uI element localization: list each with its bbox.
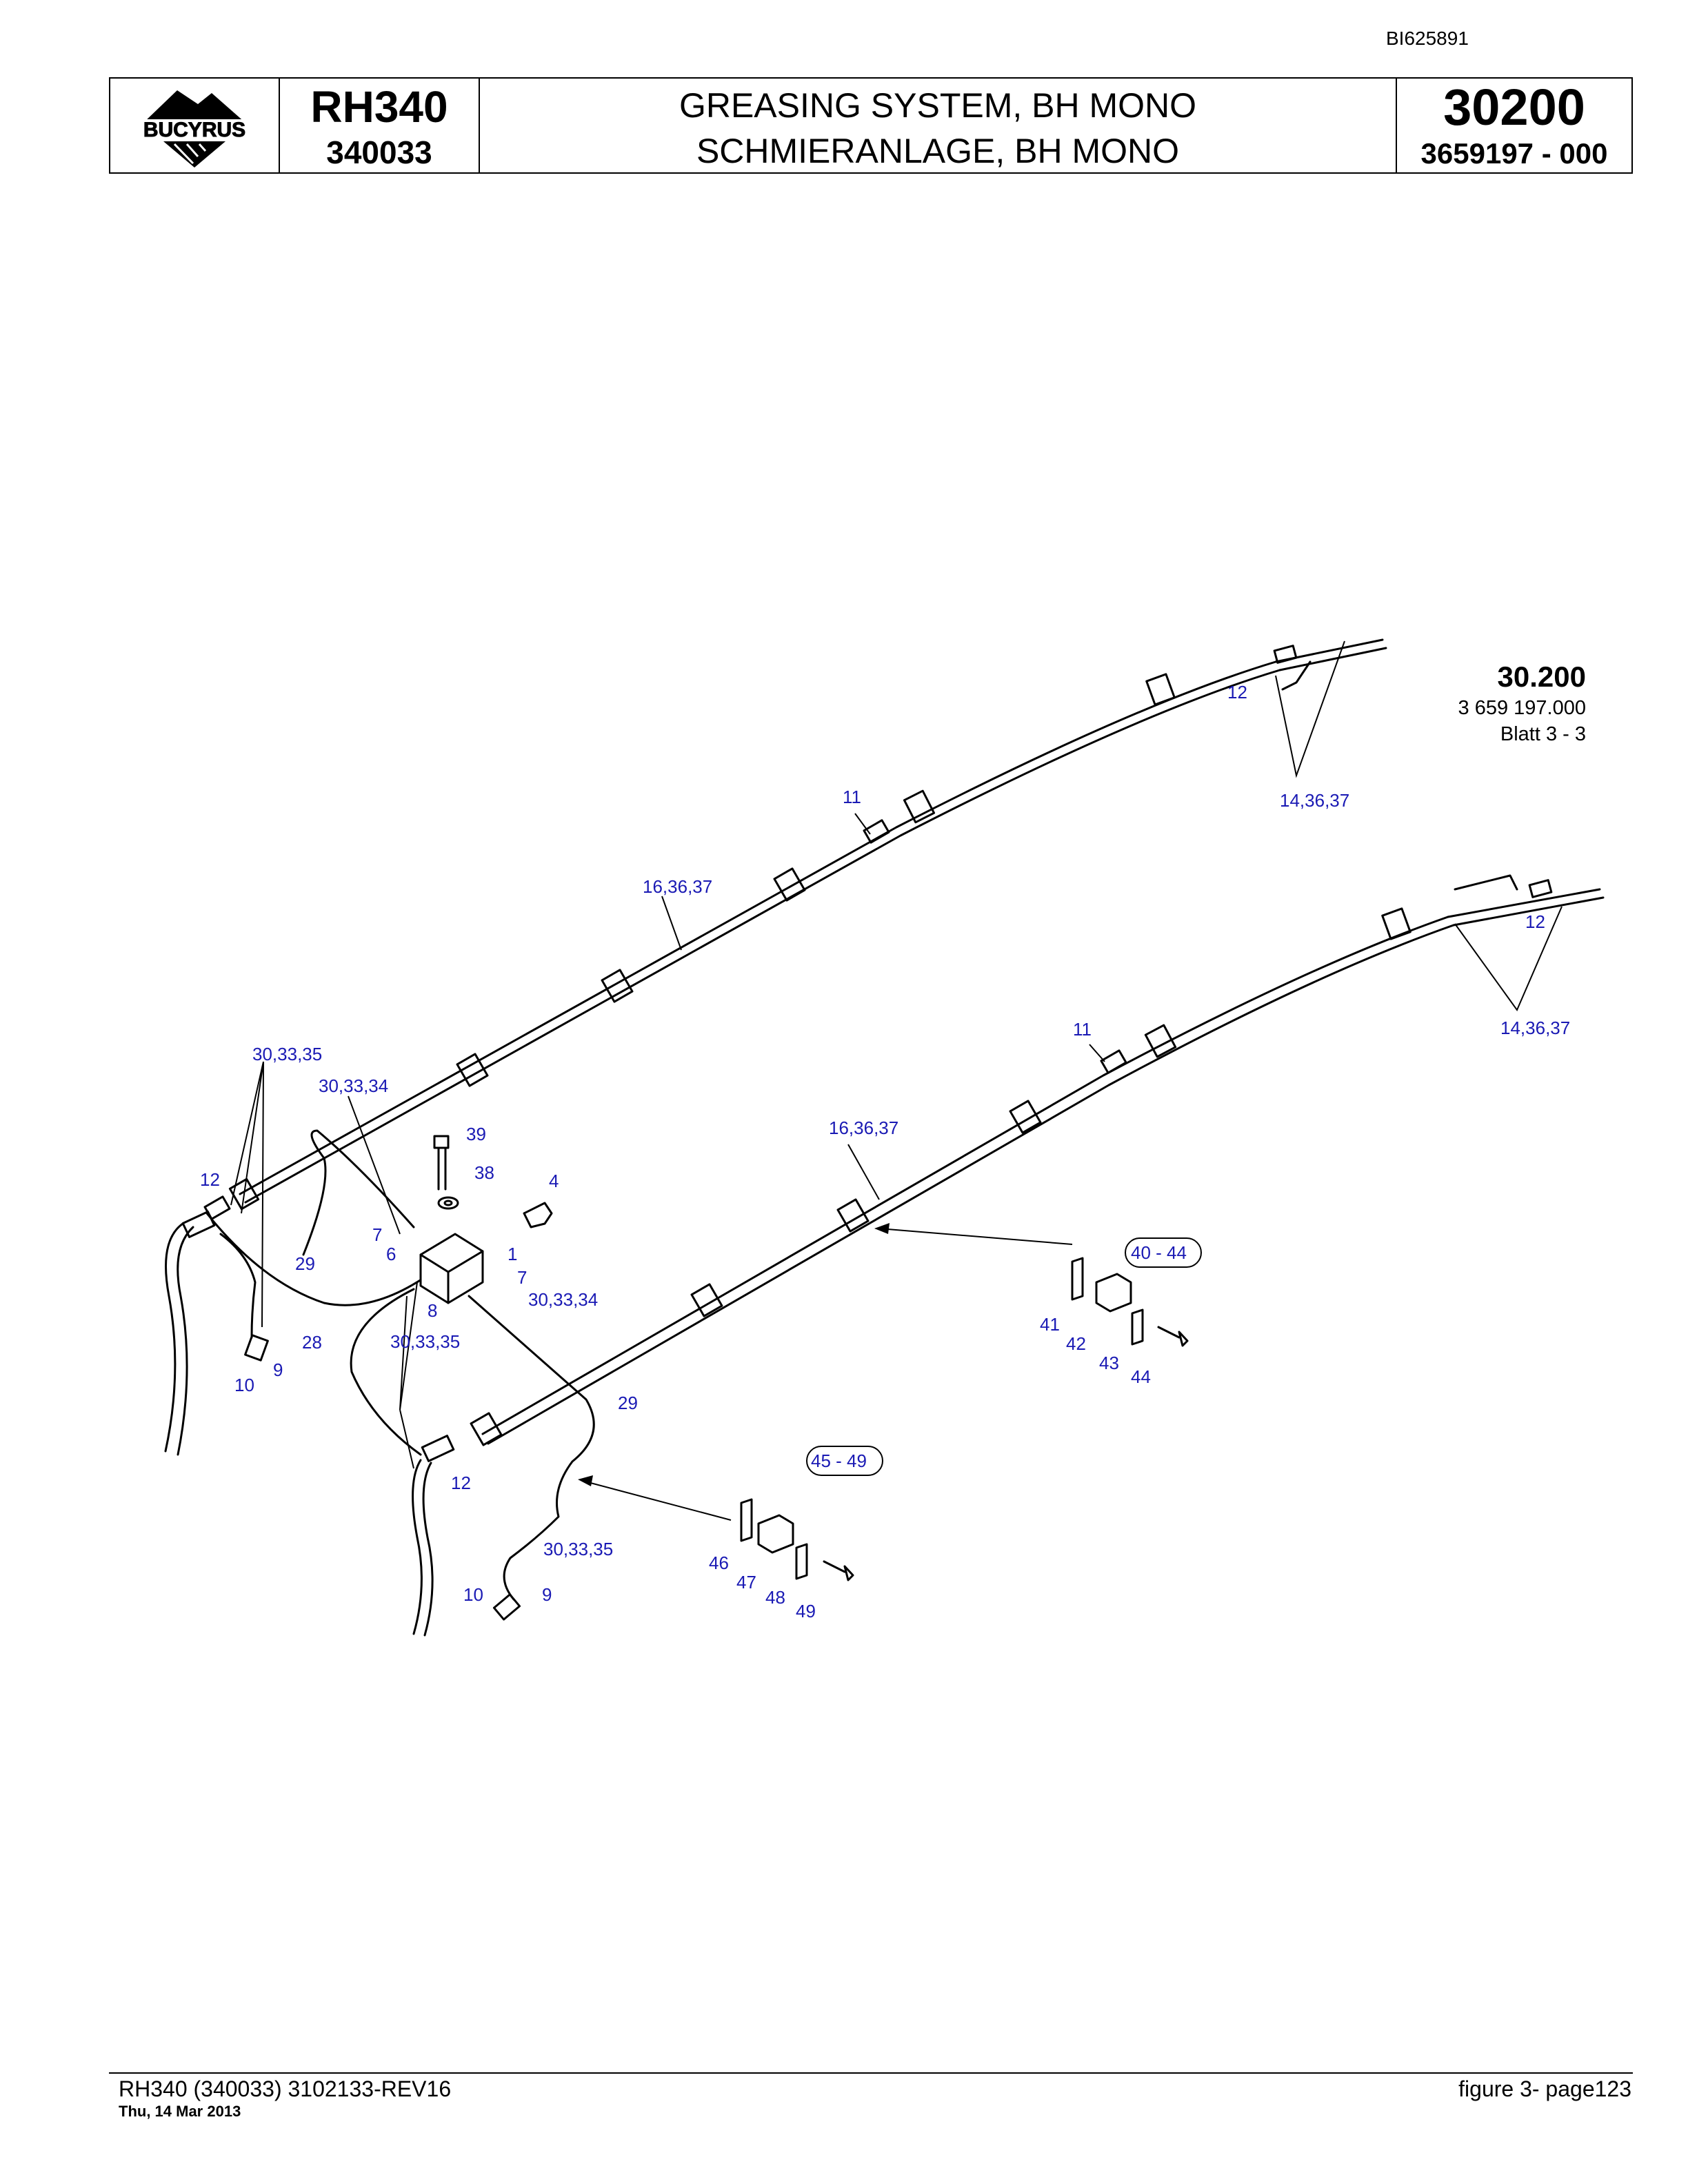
model-number: RH340 (310, 82, 448, 132)
callout-30-33-34-b: 30,33,34 (528, 1289, 598, 1310)
callout-7-a: 7 (372, 1224, 382, 1245)
callout-6: 6 (386, 1244, 396, 1264)
callout-39: 39 (466, 1124, 486, 1144)
footer-page-ref: figure 3- page123 (1458, 2076, 1631, 2101)
upper-pipe (239, 660, 1277, 1195)
feed-line-28 (350, 1288, 422, 1456)
callout-9-a: 9 (273, 1359, 283, 1380)
part-cell: 30200 3659197 - 000 (1397, 79, 1631, 172)
callout-8: 8 (428, 1300, 437, 1321)
callout-14-36-37-upper: 14,36,37 (1280, 790, 1349, 811)
callout-30-33-35-c: 30,33,35 (543, 1539, 613, 1559)
callout-30-33-35-b: 30,33,35 (390, 1331, 460, 1352)
callout-11-upper: 11 (843, 787, 861, 807)
serial-number: 340033 (326, 134, 432, 170)
callout-46: 46 (709, 1553, 729, 1573)
callout-30-33-34-a: 30,33,34 (319, 1075, 388, 1096)
callout-48: 48 (765, 1587, 785, 1608)
sheet-page: Blatt 3 - 3 (1500, 723, 1586, 745)
callout-12-upper: 12 (1227, 682, 1247, 702)
left-hose (164, 1222, 184, 1453)
bucyrus-logo-icon: BUCYRUS (125, 90, 264, 168)
title-german: SCHMIERANLAGE, BH MONO (696, 132, 1180, 170)
footer-rule (109, 2072, 1633, 2074)
callout-30-33-35-a: 30,33,35 (252, 1044, 322, 1064)
distributor-block (419, 1233, 484, 1304)
title-english: GREASING SYSTEM, BH MONO (679, 86, 1197, 125)
callout-12-left: 12 (200, 1169, 220, 1190)
document-id: BI625891 (1386, 28, 1469, 49)
footer-date: Thu, 14 Mar 2013 (119, 2103, 241, 2120)
callout-10-a: 10 (234, 1375, 254, 1395)
company-logo: BUCYRUS (110, 79, 280, 172)
drawing-number: 3 659 197.000 (1458, 697, 1586, 719)
callout-14-36-37-lower: 14,36,37 (1500, 1018, 1570, 1038)
title-block: BUCYRUS RH340 340033 GREASING SYSTEM, BH… (109, 77, 1633, 174)
callout-1: 1 (508, 1244, 517, 1264)
callout-49: 49 (796, 1601, 816, 1621)
feed-line-29b (302, 1129, 415, 1256)
feed-line-29a (205, 1212, 429, 1306)
callout-45-49: 45 - 49 (811, 1450, 867, 1471)
callout-28: 28 (302, 1332, 322, 1353)
callout-9-b: 9 (542, 1584, 552, 1605)
callout-11-lower: 11 (1073, 1019, 1092, 1040)
callout-47: 47 (736, 1572, 756, 1593)
callout-38: 38 (474, 1162, 494, 1183)
footer-document-ref: RH340 (340033) 3102133-REV16 (119, 2076, 452, 2101)
callout-44: 44 (1131, 1366, 1151, 1387)
lower-left-hose (412, 1459, 423, 1635)
callout-16-36-37-upper: 16,36,37 (643, 876, 712, 897)
callout-12-right: 12 (1525, 911, 1545, 932)
callout-40-44: 40 - 44 (1131, 1242, 1187, 1263)
callout-4: 4 (549, 1171, 559, 1191)
callout-10-b: 10 (463, 1584, 483, 1605)
sheet-number: 30.200 (1497, 660, 1586, 693)
sheet-info: 30.200 3 659 197.000 Blatt 3 - 3 (1379, 659, 1586, 747)
part-number: 3659197 - 000 (1420, 137, 1608, 170)
callout-12-lower-left: 12 (451, 1473, 471, 1493)
callout-43: 43 (1099, 1353, 1119, 1373)
group-number: 30200 (1443, 79, 1585, 136)
callout-16-36-37-lower: 16,36,37 (829, 1118, 898, 1138)
title-cell: GREASING SYSTEM, BH MONO SCHMIERANLAGE, … (480, 79, 1397, 172)
svg-text:BUCYRUS: BUCYRUS (143, 119, 245, 141)
callout-41: 41 (1040, 1314, 1060, 1335)
feed-line-29c (468, 1295, 595, 1601)
callout-42: 42 (1066, 1333, 1086, 1354)
callout-29-b: 29 (618, 1393, 638, 1413)
model-cell: RH340 340033 (280, 79, 480, 172)
callout-7-b: 7 (517, 1267, 527, 1288)
callout-29-a: 29 (295, 1253, 315, 1274)
